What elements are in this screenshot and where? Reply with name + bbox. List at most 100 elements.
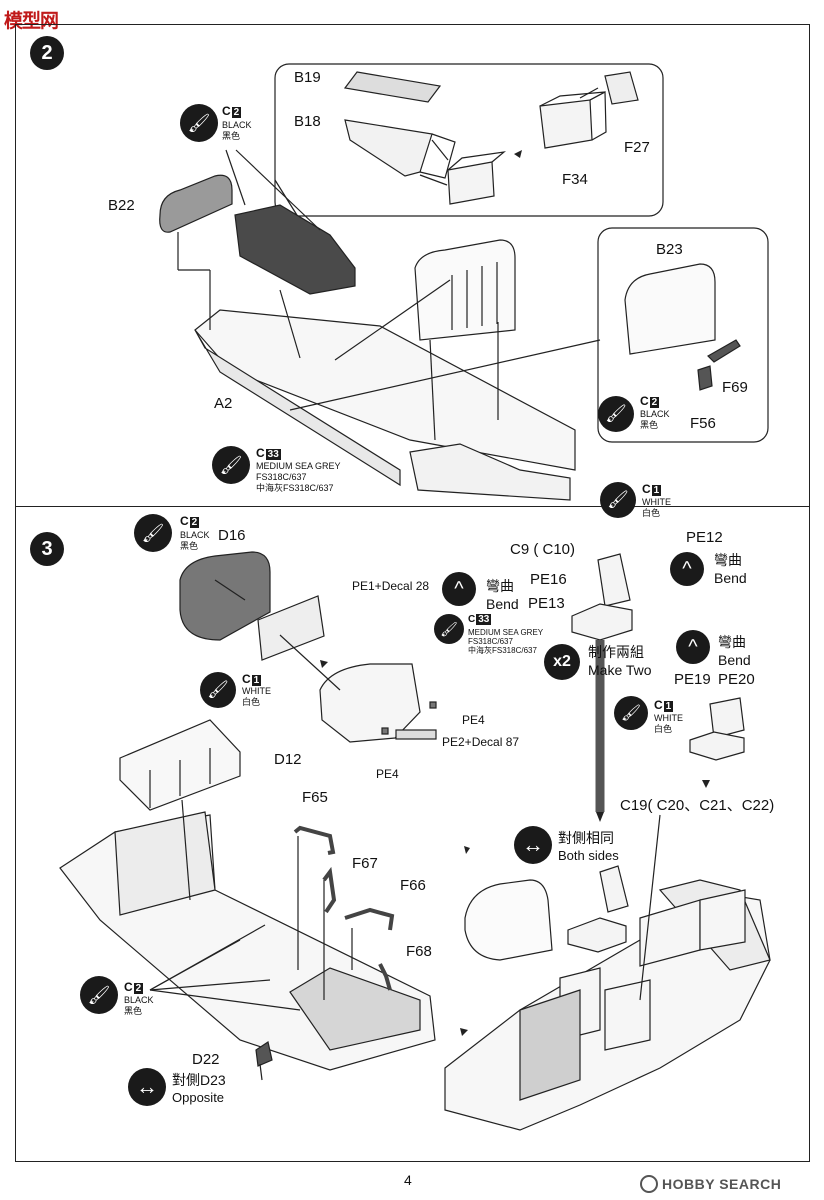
bend-label-cn: 彎曲 [714, 552, 742, 568]
paint-name-cn: 白色 [654, 724, 673, 734]
step-2-number: 2 [30, 36, 64, 70]
label-f66: F66 [400, 877, 426, 894]
part-f65-shape [293, 825, 336, 855]
label-c19-c22: C19( C20、C21、C22) [620, 797, 775, 814]
label-pe13: PE13 [528, 595, 565, 612]
inset-cockpit-box [274, 63, 664, 217]
label-d22: D22 [192, 1051, 220, 1068]
part-a2-floor [194, 309, 576, 471]
part-f66-shape [344, 907, 395, 931]
make-two-en: Make Two [588, 662, 652, 678]
paint-name-en: WHITE [654, 713, 683, 723]
label-pe19: PE19 [674, 671, 711, 688]
watermark-text: HOBBY SEARCH [662, 1176, 782, 1192]
paint-name-en: WHITE [642, 497, 671, 507]
label-f67: F67 [352, 855, 378, 872]
paint-name-en: BLACK [124, 995, 154, 1005]
bend-label-en: Bend [718, 652, 751, 668]
label-pe20: PE20 [718, 671, 755, 688]
paint-name-cn: 白色 [642, 508, 661, 518]
part-f34-shape [539, 99, 593, 149]
paint-name-en: MEDIUM SEA GREY [256, 461, 341, 471]
part-b23-shape [624, 263, 716, 355]
paint-name-en: BLACK [222, 120, 252, 130]
paint-brush-icon: 🖌 [134, 514, 172, 552]
label-pe1-decal28: PE1+Decal 28 [352, 579, 430, 593]
label-d12: D12 [274, 751, 302, 768]
label-pe12: PE12 [686, 529, 723, 546]
part-f68-shape [378, 963, 392, 991]
opposite-label-en: Opposite [172, 1090, 225, 1105]
paint-name-cn: 中海灰FS318C/637 [256, 483, 334, 493]
step-3-frame [15, 506, 810, 1162]
label-f27: F27 [624, 139, 650, 156]
label-pe4-top: PE4 [462, 713, 485, 727]
paint-brush-icon: 🖌 [180, 104, 218, 142]
double-arrow-icon: ↔ [514, 826, 552, 864]
site-logo-text: 模型网 [4, 10, 59, 32]
paint-name-en: BLACK [640, 409, 670, 419]
paint-name-cn: 中海灰FS318C/637 [468, 646, 537, 655]
bulkhead-panel [414, 239, 516, 341]
part-b19-shape [343, 71, 442, 103]
watermark-icon [640, 1175, 658, 1193]
site-logo: 模型网 [4, 4, 74, 34]
bend-icon: ^ [442, 572, 476, 606]
label-b23: B23 [656, 241, 683, 258]
part-d22-shape [255, 1041, 273, 1067]
label-f69: F69 [722, 379, 748, 396]
bend-label-cn: 彎曲 [486, 578, 514, 594]
part-pe1-shape [257, 595, 325, 661]
step-3-number: 3 [30, 532, 64, 566]
bend-label-en: Bend [714, 570, 747, 586]
paint-brush-icon: 🖌 [614, 696, 648, 730]
label-b22: B22 [108, 197, 135, 214]
paint-name-en: WHITE [242, 686, 271, 696]
label-b18: B18 [294, 113, 321, 130]
label-f34: F34 [562, 171, 588, 188]
label-b19: B19 [294, 69, 321, 86]
label-f65: F65 [302, 789, 328, 806]
paint-brush-icon: 🖌 [600, 482, 636, 518]
paint-name-en: MEDIUM SEA GREY [468, 628, 544, 637]
cockpit-instrument-module [319, 663, 421, 743]
label-c9-c10: C9 ( C10) [510, 541, 576, 558]
part-d16-shape [179, 551, 271, 641]
part-f56-shape [697, 365, 713, 391]
paint-name-cn: 白色 [242, 697, 261, 707]
paint-fs-code: FS318C/637 [256, 472, 307, 482]
step-2-frame [15, 24, 810, 507]
paint-brush-icon: 🖌 [434, 614, 464, 644]
label-pe4-bottom: PE4 [376, 767, 399, 781]
part-b22-shape [159, 174, 233, 233]
both-sides-cn: 對側相同 [558, 830, 614, 846]
paint-name-cn: 黑色 [222, 131, 241, 141]
label-f56: F56 [690, 415, 716, 432]
opposite-label-cn: 對側D23 [172, 1072, 226, 1088]
make-two-badge: x2 [544, 644, 580, 680]
label-f68: F68 [406, 943, 432, 960]
part-b18-shape [344, 119, 433, 177]
paint-name-en: BLACK [180, 530, 210, 540]
page-number: 4 [404, 1172, 412, 1188]
paint-name-cn: 黑色 [180, 541, 199, 551]
both-sides-en: Both sides [558, 848, 619, 863]
part-c9-seat [597, 553, 631, 607]
double-arrow-icon: ↔ [128, 1068, 166, 1106]
part-f27-shape [604, 71, 639, 105]
paint-brush-icon: 🖌 [200, 672, 236, 708]
bend-icon: ^ [676, 630, 710, 664]
part-f69-shape [707, 339, 741, 363]
paint-brush-icon: 🖌 [80, 976, 118, 1014]
paint-brush-icon: 🖌 [598, 396, 634, 432]
bend-label-cn: 彎曲 [718, 634, 746, 650]
label-pe2-decal87: PE2+Decal 87 [442, 735, 520, 749]
bend-label-en: Bend [486, 596, 519, 612]
